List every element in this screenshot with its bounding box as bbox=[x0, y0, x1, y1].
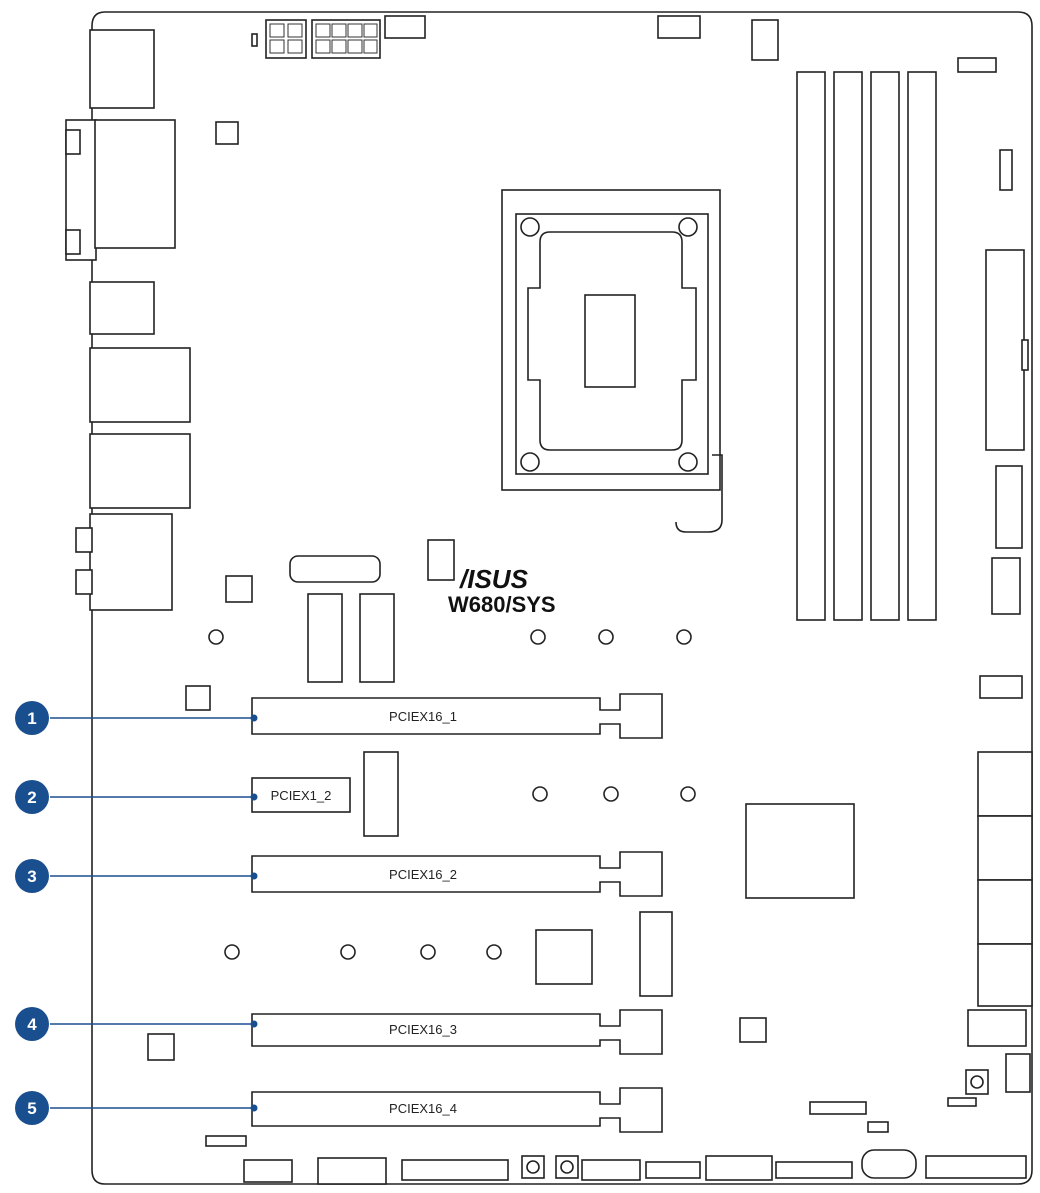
small-chip bbox=[215, 121, 239, 145]
rear-io-panel bbox=[65, 29, 191, 611]
asus-logo: /ISUS bbox=[459, 564, 529, 594]
pcie-slot-4: PCIEX16_3 bbox=[251, 1009, 663, 1055]
board-outline bbox=[91, 11, 1033, 1185]
m2-slots bbox=[289, 555, 673, 997]
usb-header bbox=[995, 465, 1023, 549]
fan-header-right bbox=[979, 675, 1023, 699]
callout-3: 3 bbox=[15, 859, 49, 893]
atx-power-connector bbox=[985, 249, 1029, 451]
top-headers bbox=[251, 15, 1013, 191]
svg-text:5: 5 bbox=[27, 1099, 36, 1118]
callout-5: 5 bbox=[15, 1091, 49, 1125]
dimm-slots bbox=[796, 71, 937, 621]
svg-text:1: 1 bbox=[27, 709, 36, 728]
sata-connector bbox=[991, 557, 1021, 615]
slot-label: PCIEX1_2 bbox=[271, 788, 332, 803]
small-chip bbox=[739, 1017, 767, 1043]
chipset bbox=[745, 803, 855, 899]
callout-2: 2 bbox=[15, 780, 49, 814]
small-chip bbox=[147, 1033, 175, 1061]
pcie-slot-5: PCIEX16_4 bbox=[251, 1087, 663, 1133]
slot-label: PCIEX16_2 bbox=[389, 867, 457, 882]
sata-ports bbox=[977, 751, 1033, 1007]
slot-label: PCIEX16_4 bbox=[389, 1101, 457, 1116]
small-chip bbox=[185, 685, 211, 711]
svg-text:2: 2 bbox=[27, 788, 36, 807]
debug-led-display bbox=[967, 1009, 1027, 1047]
slot-label: PCIEX16_3 bbox=[389, 1022, 457, 1037]
fan-header-center bbox=[427, 539, 455, 581]
svg-text:4: 4 bbox=[27, 1015, 37, 1034]
cpu-socket bbox=[501, 189, 723, 533]
controller-chip bbox=[535, 929, 593, 985]
standoffs bbox=[208, 629, 696, 960]
model-name: W680/SYS bbox=[448, 592, 556, 617]
callout-lines bbox=[50, 717, 254, 1109]
callout-1: 1 bbox=[15, 701, 49, 735]
bottom-headers bbox=[205, 1053, 1031, 1185]
small-chip bbox=[225, 575, 253, 603]
slot-label: PCIEX16_1 bbox=[389, 709, 457, 724]
callout-endpoints bbox=[250, 714, 258, 1112]
callout-4: 4 bbox=[15, 1007, 49, 1041]
pcie-slot-3: PCIEX16_2 bbox=[251, 851, 663, 897]
pcie-slot-2: PCIEX1_2 bbox=[251, 777, 351, 813]
svg-text:3: 3 bbox=[27, 867, 36, 886]
pcie-slot-1: PCIEX16_1 bbox=[251, 693, 663, 739]
